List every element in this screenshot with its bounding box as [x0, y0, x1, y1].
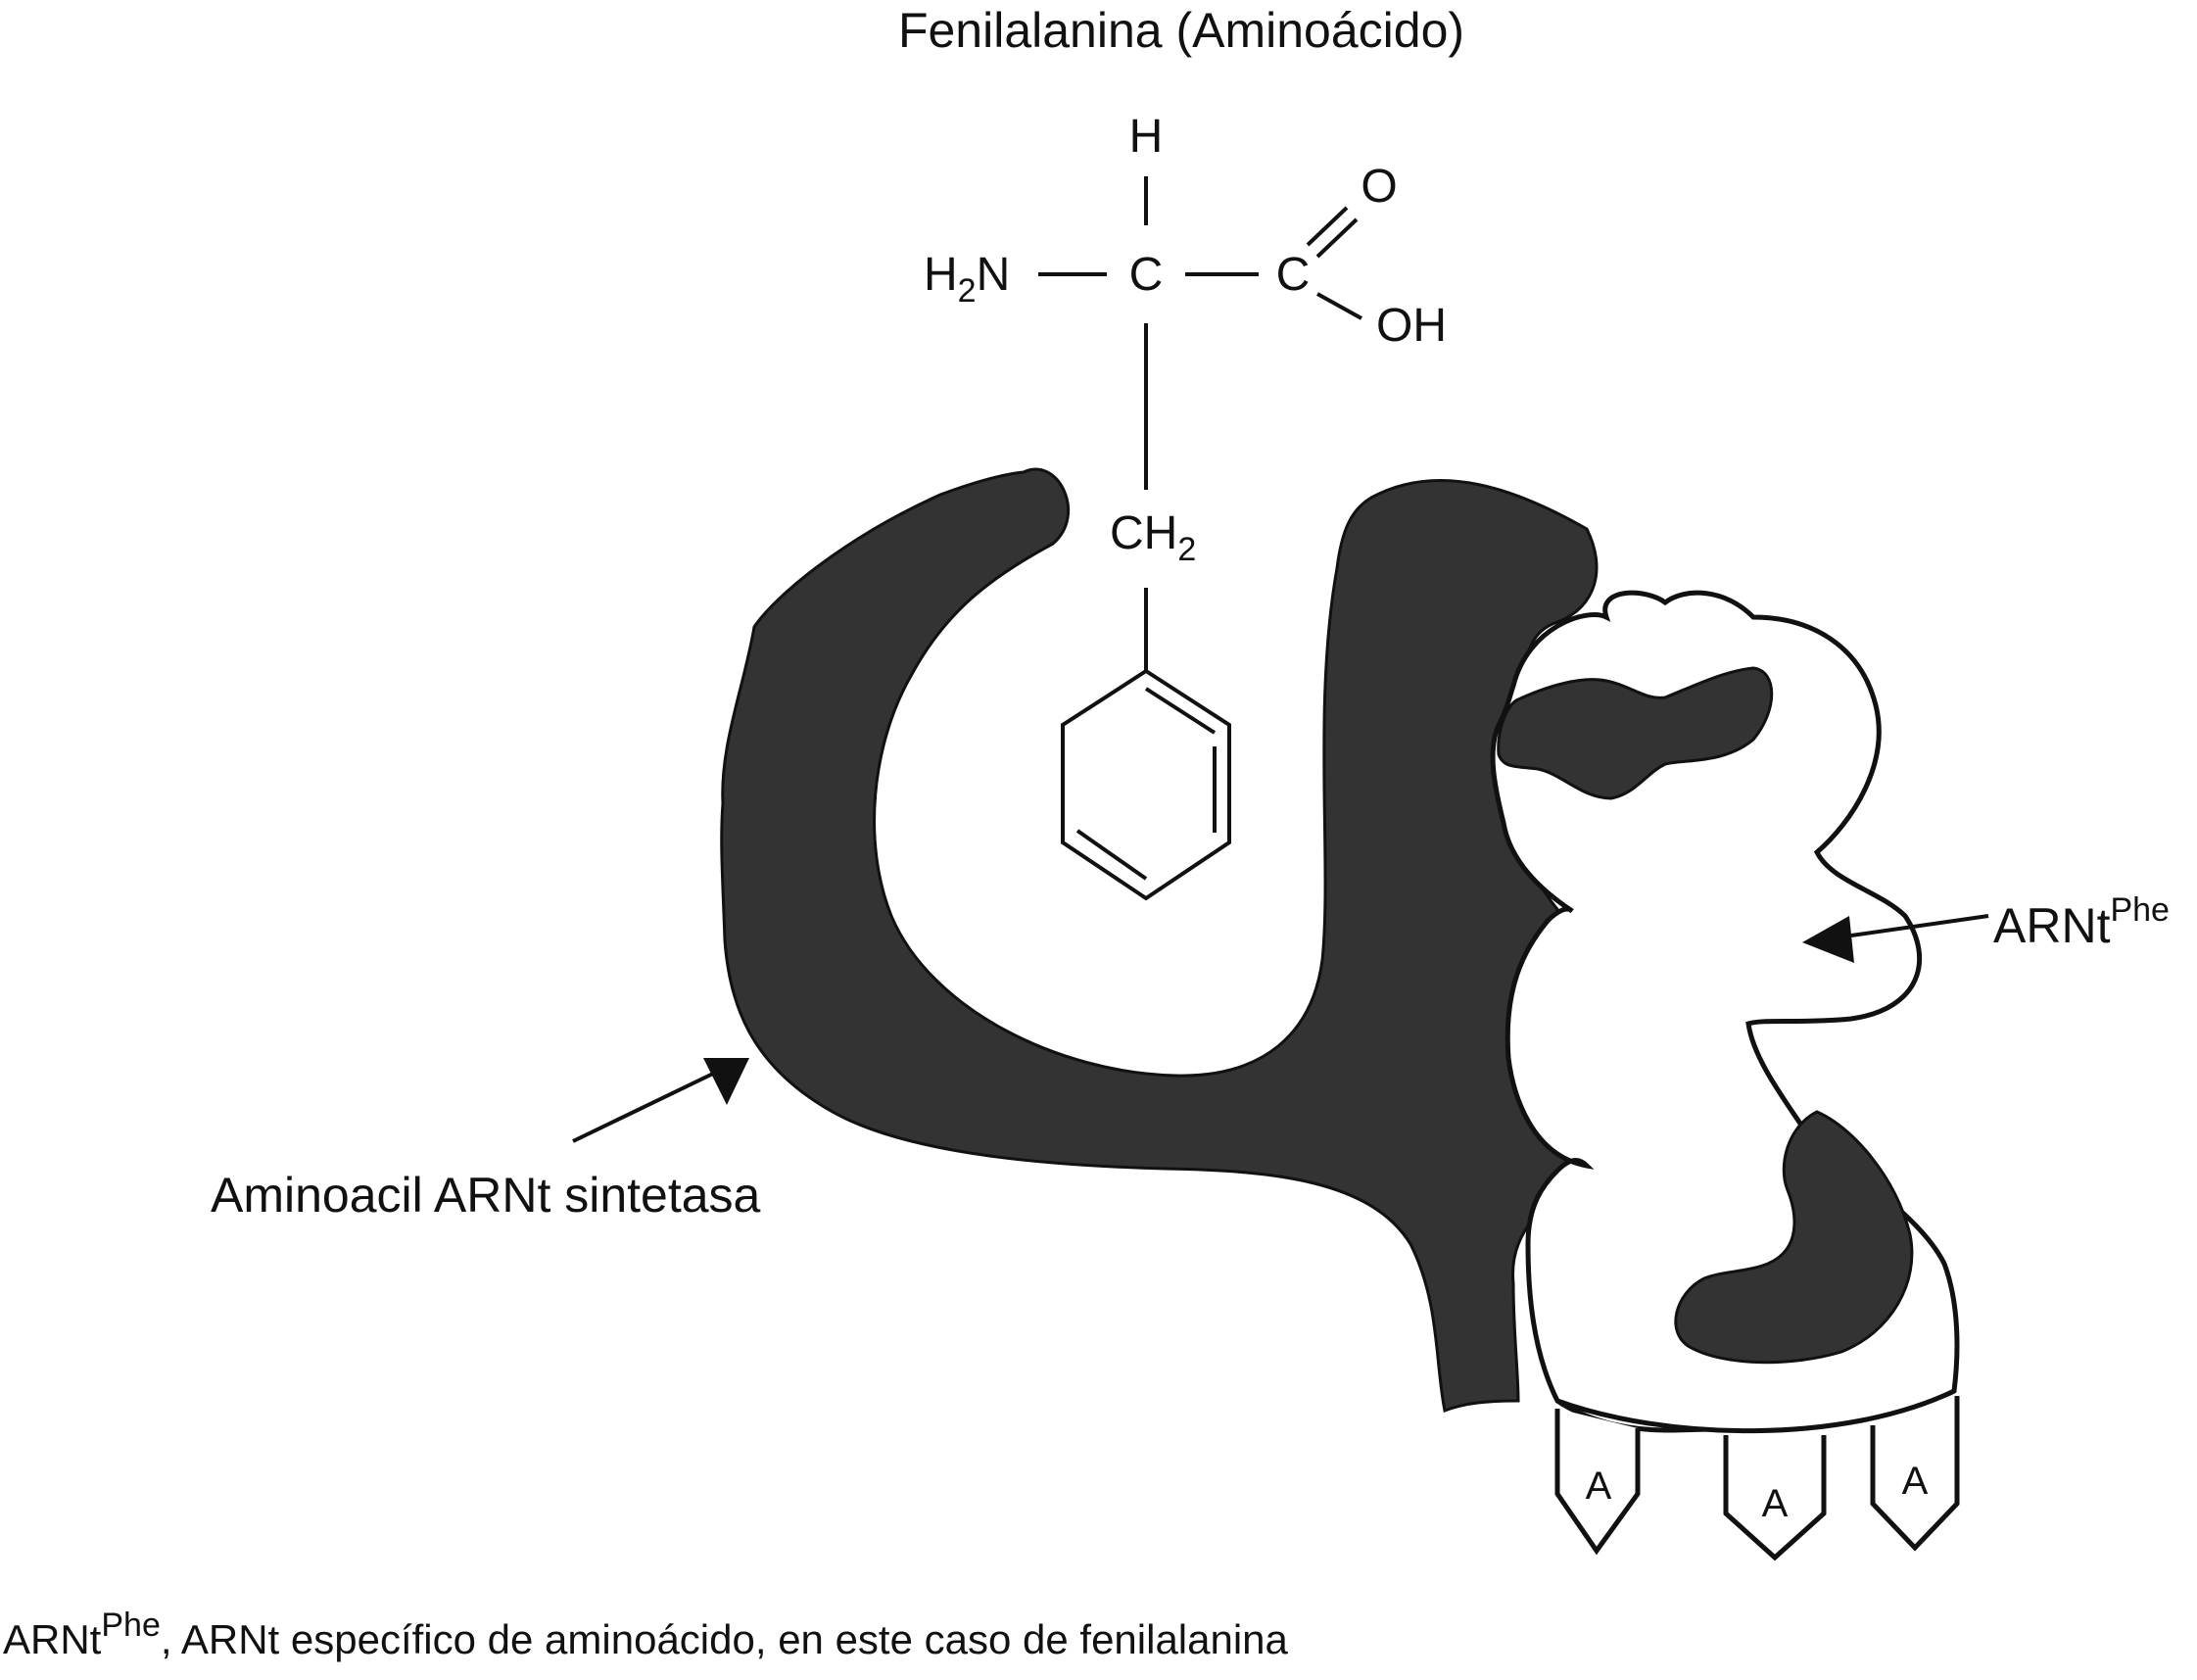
- atom-carbonyl-oxygen: O: [1361, 161, 1397, 213]
- phenylalanine-molecule: [1038, 176, 1362, 901]
- enzyme-shape: [720, 467, 1609, 1414]
- trna-dark-patch-lower: [1674, 1110, 1914, 1365]
- atom-methylene: CH2: [1110, 507, 1196, 568]
- nucleotide-bases: [1554, 1396, 1960, 1561]
- trna-dark-patch-upper: [1497, 666, 1774, 800]
- diagram-title: Fenilalanina (Aminoácido): [898, 3, 1464, 58]
- enzyme-arrow: [572, 1058, 749, 1143]
- atom-carboxyl-carbon: C: [1276, 249, 1311, 301]
- trna-arrow: [1802, 914, 1989, 963]
- base-label-3: A: [1902, 1460, 1929, 1503]
- benzene-inner-bond-3: [1075, 829, 1148, 881]
- figure-caption: ARNtPhe, ARNt específico de aminoácido, …: [3, 1607, 1289, 1662]
- benzene-inner-bond-1: [1144, 687, 1217, 735]
- bond-c-oh: [1316, 292, 1362, 320]
- trna-arrow-head: [1802, 916, 1854, 963]
- base-label-2: A: [1762, 1482, 1789, 1525]
- molecule-atom-labels: H H2N C C O OH CH2: [924, 111, 1447, 568]
- enzyme-arrow-shaft: [572, 1071, 716, 1143]
- base-label-1: A: [1586, 1464, 1612, 1508]
- atom-h-top: H: [1129, 111, 1164, 163]
- acceptor-stem-plate: [1556, 1388, 1956, 1434]
- trna-arrow-shaft: [1850, 914, 1989, 937]
- enzyme-arrow-head: [703, 1058, 749, 1105]
- bond-c-o-double-2: [1315, 217, 1359, 259]
- atom-amine: H2N: [924, 249, 1010, 310]
- enzyme-label: Aminoacil ARNt sintetasa: [211, 1168, 761, 1223]
- bond-c-o-double-1: [1306, 206, 1349, 247]
- base-pentagon-2: [1723, 1435, 1827, 1561]
- atom-hydroxyl: OH: [1376, 300, 1447, 352]
- base-pentagon-3: [1870, 1396, 1960, 1552]
- benzene-ring: [1061, 668, 1231, 901]
- trna-label: ARNtPhe: [1993, 891, 2170, 953]
- base-pentagon-1: [1554, 1409, 1641, 1556]
- atom-alpha-carbon: C: [1129, 249, 1164, 301]
